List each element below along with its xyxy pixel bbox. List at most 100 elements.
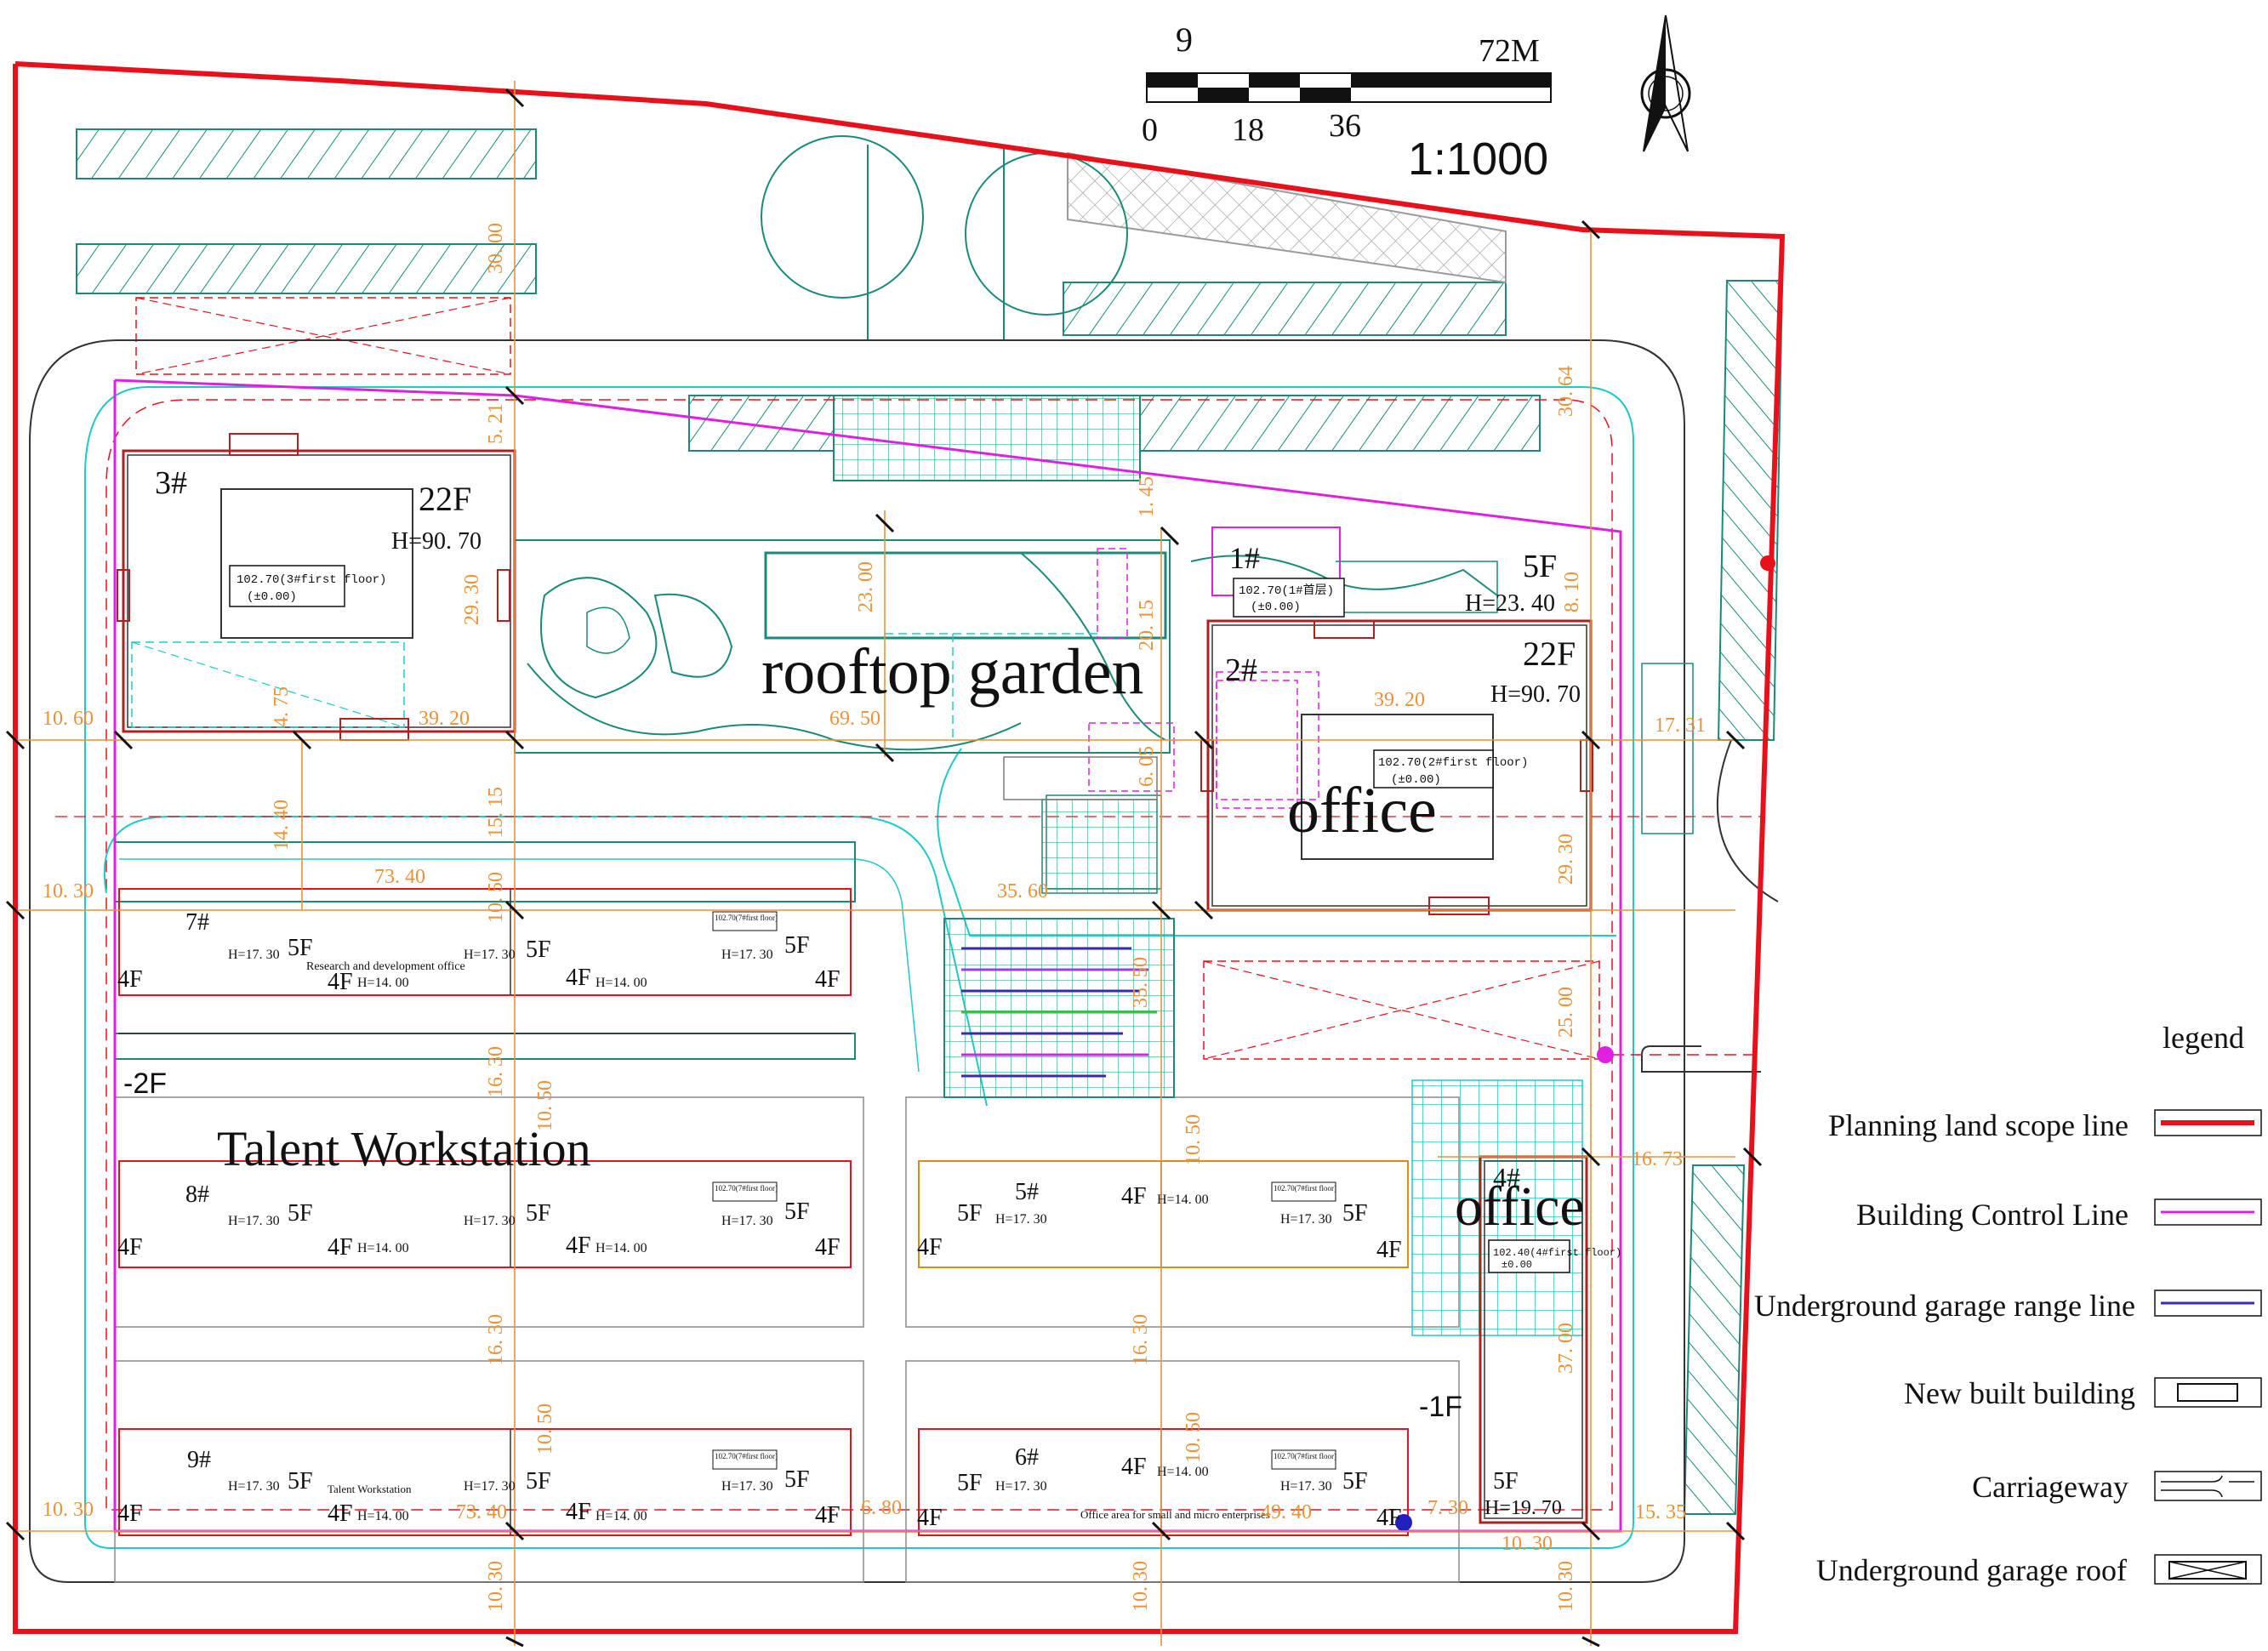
legend-label-planning: Planning land scope line [1828,1108,2128,1142]
floor-label: 5F [784,1198,810,1225]
dim-label: 20. 15 [1136,600,1158,651]
floor-label: 4F [1376,1505,1402,1531]
building-8-id: 8# [185,1181,209,1208]
floor-labels: 4F 4F 4F 4F 5F 5F 5F 4F 4F 4F 4F 5F 5F 5… [117,932,1402,1531]
floor-label: 5F [957,1470,983,1496]
scale-tick-0: 0 [1142,112,1158,148]
dim-label: 16. 30 [485,1046,507,1097]
boundary-marker-icon [1760,555,1775,571]
basement-1-label: -1F [1419,1391,1462,1423]
height-label: H=14. 00 [357,1241,409,1255]
dim-label: 10. 50 [534,1080,556,1131]
height-label: H=17. 30 [1280,1212,1332,1227]
building-2-elev: 102.70(2#first floor) [1378,756,1528,770]
building-4-id: 4# [1493,1162,1520,1193]
floor-label: 5F [288,1468,313,1494]
floor-label: 4F [815,966,841,993]
building-1-floors: 5F [1523,549,1557,584]
dim-label: 29. 30 [461,574,483,625]
building-1-zero: (±0.00) [1251,601,1301,614]
height-label: H=14. 00 [357,1509,409,1523]
height-label: H=17. 30 [1280,1479,1332,1494]
height-label: H=14. 00 [357,976,409,990]
height-label: H=14. 00 [595,976,647,990]
building-3-floors: 22F [419,480,471,518]
dim-label: 39. 20 [1374,689,1425,711]
height-label: H=17. 30 [228,948,280,962]
dim-label: 25. 00 [1555,987,1577,1038]
floor-label: 5F [1342,1200,1368,1227]
floor-label: 4F [328,1234,353,1261]
dim-label: 5. 21 [485,403,507,444]
building-2-zero: (±0.00) [1391,773,1441,787]
height-label: H=14. 00 [1157,1193,1209,1207]
building-5-id: 5# [1015,1179,1039,1205]
dim-label: 30. 00 [485,223,507,274]
dim-label: 10. 30 [43,1499,94,1521]
height-label: H=17. 30 [995,1479,1047,1494]
floor-label: 4F [566,1233,591,1259]
talent-small-label: Talent Workstation [328,1483,412,1495]
height-label: H=17. 30 [721,1479,773,1494]
floor-label: 4F [1376,1237,1402,1263]
dim-label: 35. 60 [997,880,1048,902]
dim-label: 14. 40 [271,800,293,851]
floor-label: 5F [288,935,313,961]
floor-label: 5F [526,937,551,963]
building-3-id: 3# [155,465,187,501]
north-parking [77,129,1540,481]
floor-label: 4F [917,1234,943,1261]
building-4-height: H=19. 70 [1484,1497,1562,1519]
elevation-tag: 102.70(7#first floor) [715,1184,778,1193]
floor-label: 5F [288,1200,313,1227]
building-4-floors: 5F [1493,1468,1519,1494]
building-4-elev: 102.40(4#first floor) [1493,1247,1621,1259]
height-label: H=14. 00 [595,1241,647,1255]
height-label: H=14. 00 [595,1509,647,1523]
building-1-id: 1# [1229,541,1260,575]
dim-label: 37. 00 [1555,1323,1577,1374]
dim-label: 17. 31 [1655,714,1706,737]
floor-label: 4F [815,1234,841,1261]
dim-label: 10. 50 [534,1403,556,1455]
dim-label: 15. 15 [485,787,507,838]
building-9-id: 9# [187,1447,211,1473]
floor-label: 4F [1121,1183,1147,1210]
dim-label: 10. 50 [1182,1114,1205,1165]
legend-label-control: Building Control Line [1856,1198,2128,1232]
dim-label: 10. 50 [1182,1412,1205,1463]
dim-label: 10. 30 [43,880,94,902]
floor-label: 4F [117,966,143,993]
height-label: H=17. 30 [228,1479,280,1494]
dim-label: 10. 30 [1130,1561,1152,1612]
building-3-height: H=90. 70 [391,528,482,555]
floor-label: 4F [117,1500,143,1527]
scale-tick-36: 36 [1329,108,1361,144]
floor-label: 4F [1121,1454,1147,1480]
building-1-height: H=23. 40 [1465,590,1555,617]
garage-roofs [115,842,1599,1582]
dim-label: 10. 60 [43,708,94,730]
building-1-elev: 102.70(1#首层) [1239,584,1334,598]
floor-label: 5F [526,1200,551,1227]
floor-label: 4F [328,969,353,995]
height-label: H=17. 30 [464,1214,516,1228]
elevation-tag: 102.70(7#first floor) [715,1452,778,1460]
dim-label: 73. 40 [374,866,425,888]
floor-label: 4F [117,1234,143,1261]
legend-title: legend [2163,1021,2244,1055]
north-arrow-icon [1642,15,1690,151]
legend-symbols [2155,1110,2261,1584]
floor-label: 5F [526,1468,551,1494]
small-micro-label: Office area for small and micro enterpri… [1080,1508,1270,1521]
dim-label: 8. 10 [1561,572,1583,612]
scale-tick-9: 9 [1176,20,1193,59]
scale-tick-72: 72M [1479,33,1540,69]
dim-label: 10. 30 [485,1561,507,1612]
dim-label: 23. 00 [855,561,877,612]
height-label: H=17. 30 [228,1214,280,1228]
dim-label: 16. 30 [1130,1314,1152,1365]
scale-ratio: 1:1000 [1408,134,1548,185]
